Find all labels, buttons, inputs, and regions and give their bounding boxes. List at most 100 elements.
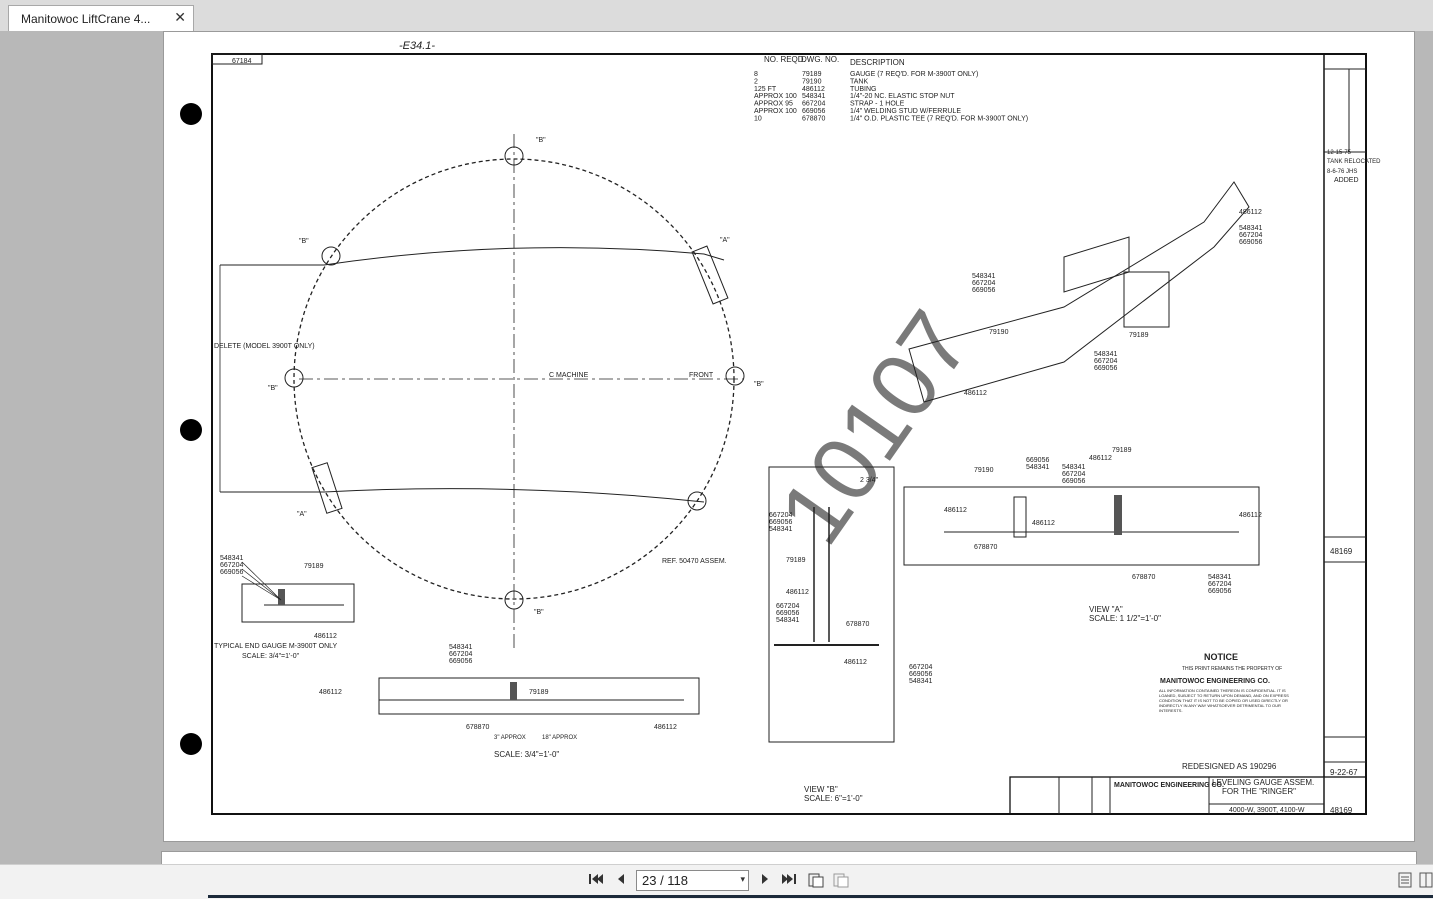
svg-text:678870: 678870 xyxy=(466,724,489,731)
bom-header-desc: DESCRIPTION xyxy=(850,58,905,67)
typical-end-detail: 548341 667204 669056 79189 486112 TYPICA… xyxy=(214,555,355,660)
front-label: FRONT xyxy=(689,372,714,379)
svg-text:486112: 486112 xyxy=(1239,209,1262,216)
svg-text:667204: 667204 xyxy=(1094,358,1117,365)
view-a-label: VIEW "A" xyxy=(1089,605,1123,614)
svg-text:669056: 669056 xyxy=(1062,478,1085,485)
tb-title1: LEVELING GAUGE ASSEM. xyxy=(1212,778,1314,787)
tab-title: Manitowoc LiftCrane 4... xyxy=(21,12,151,26)
close-icon[interactable]: ✕ xyxy=(174,9,186,25)
svg-text:669056: 669056 xyxy=(220,569,243,576)
punch-hole xyxy=(180,733,202,755)
last-page-icon[interactable] xyxy=(779,872,799,890)
svg-text:678870: 678870 xyxy=(974,544,997,551)
ref-assem: REF. 50470 ASSEM. xyxy=(662,558,727,565)
svg-text:486112: 486112 xyxy=(944,507,967,514)
page-layout-icon[interactable] xyxy=(1395,872,1415,890)
scale-main: SCALE: 3/4"=1'-0" xyxy=(494,750,559,759)
svg-text:"B": "B" xyxy=(299,238,309,245)
notice-title: NOTICE xyxy=(1204,652,1238,662)
view-a: 79190 669056 548341 548341 667204 669056… xyxy=(903,447,1262,623)
tb-dwg-no: 48169 xyxy=(1330,806,1353,815)
punch-hole xyxy=(180,419,202,441)
bom-desc: TANK xyxy=(850,78,868,85)
svg-text:486112: 486112 xyxy=(319,689,342,696)
pdf-page: 67184 -E34.1- 48169 9-22-67 12-15-75 TAN… xyxy=(163,31,1415,842)
bom-dwg: 678870 xyxy=(802,115,825,122)
bom-qty: 8 xyxy=(754,71,758,78)
document-tab[interactable]: Manitowoc LiftCrane 4... ✕ xyxy=(8,5,194,31)
watermark: 10107 xyxy=(760,294,990,562)
svg-text:486112: 486112 xyxy=(1032,520,1055,527)
page-number-dropdown[interactable]: 23 / 118 ▾ xyxy=(636,870,749,891)
bom-dwg: 669056 xyxy=(802,108,825,115)
notice-line1: THIS PRINT REMAINS THE PROPERTY OF xyxy=(1182,666,1282,672)
document-viewer[interactable]: 67184 -E34.1- 48169 9-22-67 12-15-75 TAN… xyxy=(0,31,1433,864)
notice-body: ALL INFORMATION CONTAINED THEREON IS CON… xyxy=(1159,688,1289,713)
iso-view: 548341 667204 669056 79190 79189 486112 … xyxy=(908,181,1262,403)
svg-text:548341: 548341 xyxy=(449,644,472,651)
top-ref: 67184 xyxy=(232,58,252,65)
bom-qty: 125 FT xyxy=(754,86,777,93)
tab-strip: Manitowoc LiftCrane 4... ✕ xyxy=(0,0,1433,32)
side-dwg-no: 48169 xyxy=(1330,547,1353,556)
bom-dwg: 667204 xyxy=(802,101,825,108)
single-page-view-icon[interactable] xyxy=(806,872,826,890)
rev-note1: 12-15-75 xyxy=(1327,150,1352,156)
svg-text:79189: 79189 xyxy=(529,689,549,696)
view-b-label: VIEW "B" xyxy=(804,785,838,794)
svg-text:669056: 669056 xyxy=(1026,457,1049,464)
drawing-border xyxy=(211,53,1367,815)
bom-desc: 1/4" O.D. PLASTIC TEE (7 REQ'D. FOR M-39… xyxy=(850,115,1028,122)
bom-desc: GAUGE (7 REQ'D. FOR M-3900T ONLY) xyxy=(850,71,978,78)
two-page-view-icon[interactable] xyxy=(831,872,851,890)
bom-qty: APPROX 100 xyxy=(754,108,797,115)
svg-text:669056: 669056 xyxy=(769,519,792,526)
bom-dwg: 548341 xyxy=(802,93,825,100)
svg-text:669056: 669056 xyxy=(1208,588,1231,595)
svg-text:678870: 678870 xyxy=(846,621,869,628)
bom-qty: 10 xyxy=(754,115,762,122)
bom-dwg: 79190 xyxy=(802,78,822,85)
svg-text:79190: 79190 xyxy=(989,329,1009,336)
taskbar-edge xyxy=(208,895,1433,898)
view-b: 667204 669056 548341 79189 486112 667204… xyxy=(768,466,932,803)
svg-text:548341: 548341 xyxy=(909,678,932,685)
approx-3: 3" APPROX xyxy=(494,735,526,741)
viewer-toolbar: 23 / 118 ▾ xyxy=(0,864,1433,899)
next-pdf-page xyxy=(161,851,1417,864)
first-page-icon[interactable] xyxy=(586,872,606,890)
svg-text:486112: 486112 xyxy=(1089,455,1112,462)
date-label: 9-22-67 xyxy=(1330,768,1358,777)
rev-note4: ADDED xyxy=(1334,177,1359,184)
svg-text:678870: 678870 xyxy=(1132,574,1155,581)
machine-centerline: C MACHINE xyxy=(549,372,589,379)
scale-typical: SCALE: 3/4"=1'-0" xyxy=(242,653,300,660)
svg-text:"B": "B" xyxy=(536,137,546,144)
svg-text:79189: 79189 xyxy=(786,557,806,564)
svg-text:"B": "B" xyxy=(534,609,544,616)
svg-text:667204: 667204 xyxy=(1208,581,1231,588)
next-page-icon[interactable] xyxy=(755,872,775,890)
approx-18: 18" APPROX xyxy=(542,735,577,741)
svg-text:669056: 669056 xyxy=(1239,239,1262,246)
bom-dwg: 486112 xyxy=(802,86,825,93)
title-block: MANITOWOC ENGINEERING CO. LEVELING GAUGE… xyxy=(1009,776,1367,815)
svg-text:486112: 486112 xyxy=(1239,512,1262,519)
svg-text:548341: 548341 xyxy=(1239,225,1262,232)
bom-desc: STRAP - 1 HOLE xyxy=(850,101,905,108)
prev-page-icon[interactable] xyxy=(611,872,631,890)
punch-hole xyxy=(180,103,202,125)
svg-text:667204: 667204 xyxy=(972,280,995,287)
redesigned-note: REDESIGNED AS 190296 xyxy=(1182,762,1277,771)
bom-desc: 1/4"-20 NC. ELASTIC STOP NUT xyxy=(850,93,955,100)
bom-desc: 1/4" WELDING STUD W/FERRULE xyxy=(850,108,961,115)
svg-text:"B": "B" xyxy=(754,381,764,388)
svg-text:"A": "A" xyxy=(297,511,307,518)
svg-text:79189: 79189 xyxy=(1112,447,1132,454)
svg-text:79189: 79189 xyxy=(304,563,324,570)
svg-text:486112: 486112 xyxy=(786,589,809,596)
svg-text:548341: 548341 xyxy=(776,617,799,624)
svg-text:486112: 486112 xyxy=(844,659,867,666)
grid-layout-icon[interactable] xyxy=(1418,872,1433,890)
